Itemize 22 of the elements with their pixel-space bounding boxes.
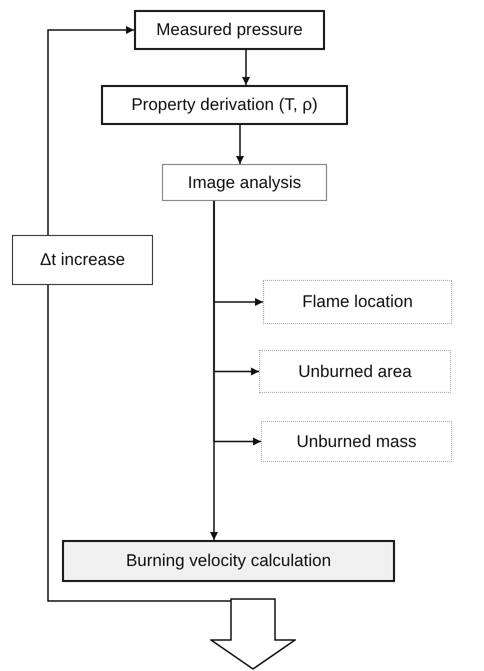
process-box	[134, 10, 325, 50]
node-label: Δt increase	[40, 250, 126, 270]
process-box	[62, 540, 395, 582]
arrow	[242, 50, 250, 85]
node-label: Unburned mass	[296, 432, 416, 452]
output-box	[261, 421, 452, 462]
node-label: Unburned area	[298, 362, 412, 382]
node-label: Flame location	[302, 292, 413, 312]
node-label: Property derivation (T, ρ)	[131, 95, 318, 115]
output-box	[259, 350, 451, 393]
node-label: Measured pressure	[156, 20, 303, 40]
node-label: Image analysis	[188, 172, 302, 192]
connector-line	[47, 285, 231, 602]
output-box	[263, 280, 452, 324]
hollow-arrow	[210, 598, 296, 670]
process-box	[162, 164, 327, 201]
process-box	[101, 85, 348, 125]
node-label: Burning velocity calculation	[126, 551, 332, 571]
arrow	[236, 125, 244, 164]
arrow	[47, 26, 134, 235]
process-box	[12, 235, 153, 285]
arrow	[210, 201, 218, 540]
